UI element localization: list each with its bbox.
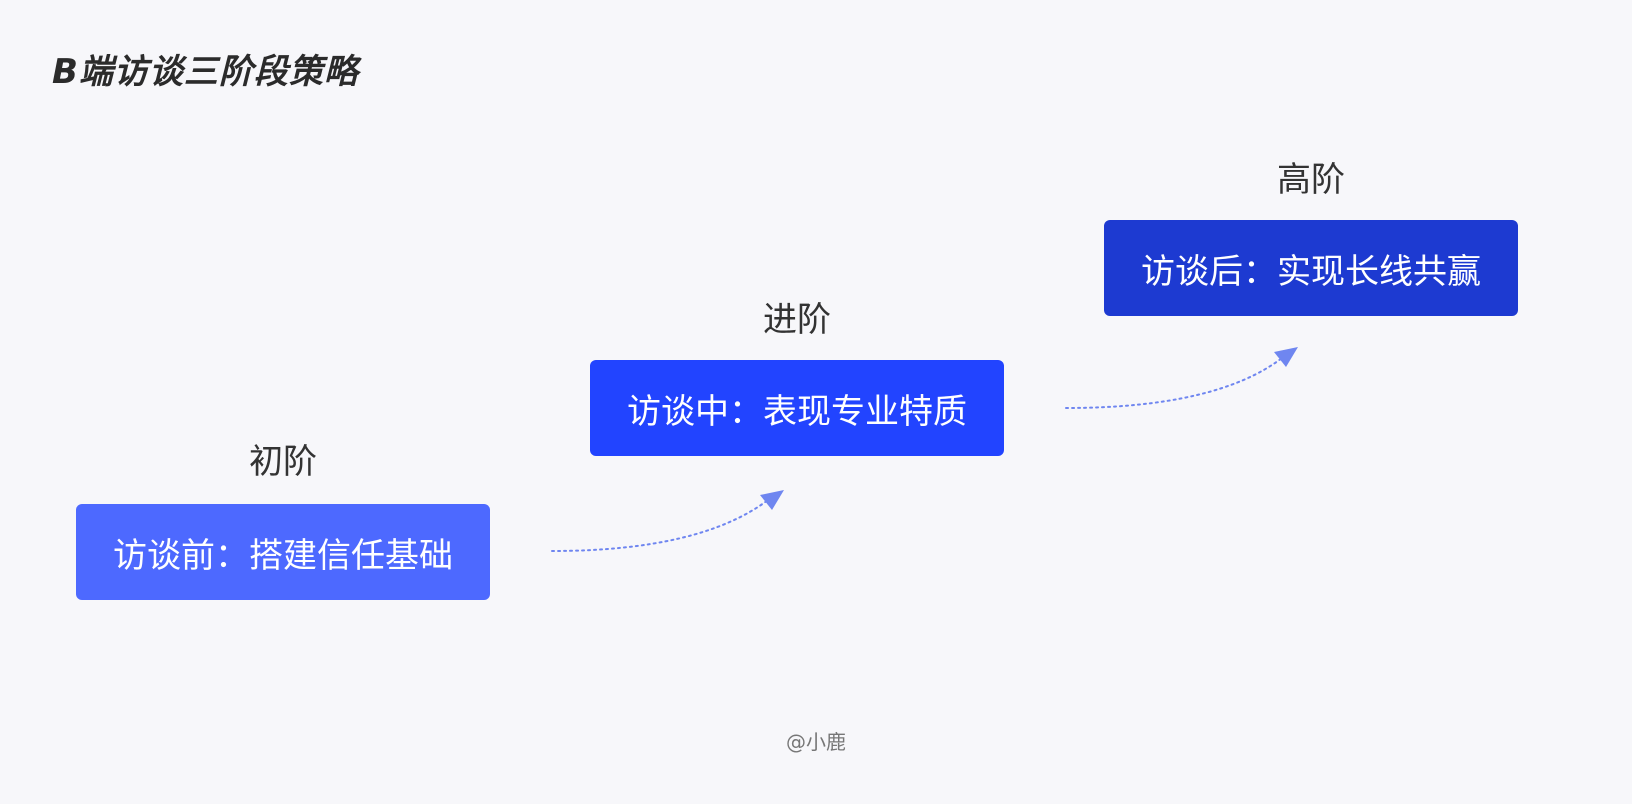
stage-level-1: 初阶 [249, 442, 317, 482]
page-title: B端访谈三阶段策略 [52, 52, 359, 92]
watermark: @小鹿 [786, 730, 846, 754]
stage-box-2: 访谈中：表现专业特质 [590, 360, 1004, 456]
arrow-2-line [1065, 357, 1283, 409]
arrow-2-to-3 [1065, 347, 1298, 409]
stage-box-1: 访谈前：搭建信任基础 [76, 504, 490, 600]
arrow-1-line [551, 499, 769, 552]
stage-level-2: 进阶 [763, 300, 831, 340]
arrow-2-head-icon [1274, 347, 1298, 367]
arrow-1-head-icon [760, 490, 784, 510]
stage-level-3: 高阶 [1277, 160, 1345, 200]
arrow-1-to-2 [551, 490, 784, 552]
stage-box-3: 访谈后：实现长线共赢 [1104, 220, 1518, 316]
